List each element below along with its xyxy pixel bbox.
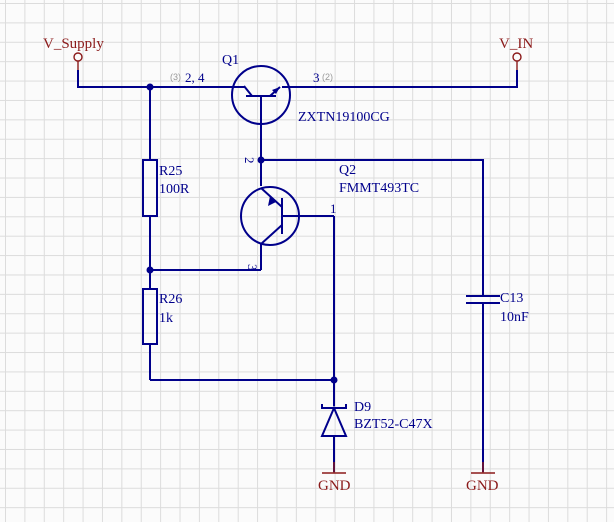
c13-value: 10nF	[500, 310, 529, 325]
r25-value: 100R	[159, 182, 190, 197]
q2-pin-emitter: 3	[245, 264, 260, 271]
q2-ref: Q2	[339, 163, 356, 178]
v-supply-label: V_Supply	[43, 36, 104, 52]
gnd-left-label: GND	[318, 478, 351, 494]
r26-ref: R26	[159, 292, 182, 307]
node-wires-mid: 2	[242, 124, 484, 296]
q1-pin-base: 2, 4	[185, 70, 205, 85]
gnd-right-label: GND	[466, 478, 499, 494]
v-in-port: V_IN	[499, 36, 533, 70]
junction-dot	[330, 376, 338, 384]
resistor-r26: R26 1k	[142, 270, 182, 380]
node-wires-bottom	[150, 216, 338, 406]
q2-part: FMMT493TC	[339, 181, 419, 196]
node-wires-lower	[146, 266, 261, 274]
q1-pin-collector-alt: (2)	[322, 72, 333, 82]
q1-ref: Q1	[222, 53, 239, 68]
r26-value: 1k	[159, 311, 173, 326]
q2-pin-collector: 2	[242, 157, 257, 164]
transistor-q1: Q1 ZXTN19100CG (3) 2, 4 3 (2)	[170, 53, 390, 125]
q1-part: ZXTN19100CG	[298, 110, 390, 125]
c13-ref: C13	[500, 291, 523, 306]
d9-ref: D9	[354, 400, 371, 415]
gnd-symbol-right: GND	[466, 462, 499, 494]
d9-part: BZT52-C47X	[354, 417, 433, 432]
zener-diode-d9: D9 BZT52-C47X	[320, 400, 433, 472]
r25-ref: R25	[159, 164, 182, 179]
q2-pin-base: 1	[330, 201, 337, 216]
q1-pin-collector: 3	[313, 70, 320, 85]
q1-pin-base-alt: (3)	[170, 72, 181, 82]
top-wires	[77, 70, 518, 91]
transistor-q2: Q2 FMMT493TC 1 3	[240, 163, 419, 271]
v-in-label: V_IN	[499, 36, 533, 52]
resistor-r25: R25 100R	[142, 87, 190, 270]
v-supply-port: V_Supply	[43, 36, 104, 70]
gnd-symbol-left: GND	[318, 462, 351, 494]
capacitor-c13: C13 10nF	[466, 291, 529, 472]
